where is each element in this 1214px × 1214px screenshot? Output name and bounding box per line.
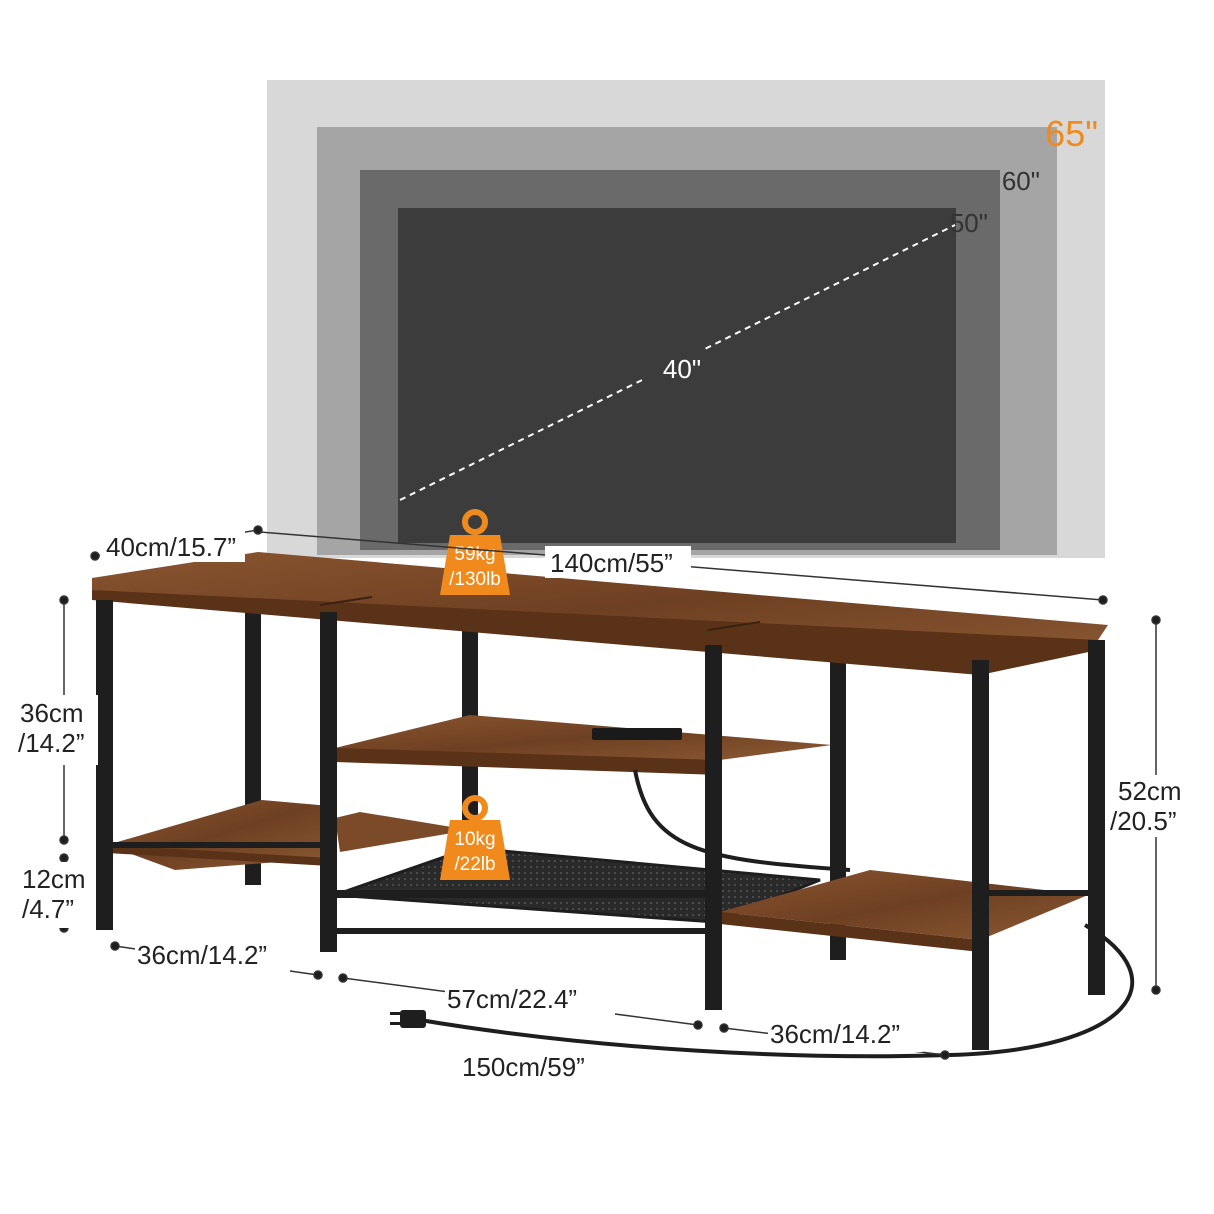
front-leg <box>705 645 722 1010</box>
tv-label-60: 60" <box>1002 166 1040 196</box>
top-weight-kg: 59kg <box>454 544 495 565</box>
top-shelf-height-cm: 36cm <box>20 698 84 728</box>
top-weight-badge: 59kg /130lb <box>440 509 510 595</box>
front-leg <box>1088 640 1105 995</box>
front-leg <box>972 660 989 1050</box>
tv-label-40: 40" <box>663 354 701 384</box>
cord-length-label: 150cm/59” <box>462 1052 585 1082</box>
top-shelf-height-in: /14.2” <box>18 728 85 758</box>
tv-label-65: 65" <box>1045 113 1098 154</box>
plug-icon <box>390 1010 426 1028</box>
right-bottom-shelf <box>720 870 1088 940</box>
depth-label: 40cm/15.7” <box>106 532 236 562</box>
bottom-clearance-in: /4.7” <box>22 894 74 924</box>
bottom-clearance-cm: 12cm <box>22 864 86 894</box>
power-cord <box>419 769 1135 1059</box>
dimension-labels: 40cm/15.7” 140cm/55” 36cm /14.2” 12cm /4… <box>18 530 1202 1082</box>
middle-compartment-label: 57cm/22.4” <box>447 984 577 1014</box>
top-weight-lb: /130lb <box>449 569 501 590</box>
left-compartment-label: 36cm/14.2” <box>137 940 267 970</box>
front-leg <box>96 600 113 930</box>
mesh-weight-lb: /22lb <box>454 854 495 875</box>
left-inner-shelf <box>335 812 470 852</box>
mesh-weight-badge: 10kg /22lb <box>440 795 510 880</box>
front-leg <box>320 612 337 952</box>
tv-label-50: 50" <box>950 208 988 238</box>
total-height-cm: 52cm <box>1118 776 1182 806</box>
tv-stand <box>92 552 1135 1059</box>
total-height-in: /20.5” <box>1110 806 1177 836</box>
right-compartment-label: 36cm/14.2” <box>770 1019 900 1049</box>
tabletop-front-edge <box>92 590 1098 675</box>
width-label: 140cm/55” <box>550 548 673 578</box>
power-strip <box>592 728 682 740</box>
mesh-weight-kg: 10kg <box>454 829 495 850</box>
tv-size-comparison: 65" 60" 50" 40" <box>267 80 1105 558</box>
